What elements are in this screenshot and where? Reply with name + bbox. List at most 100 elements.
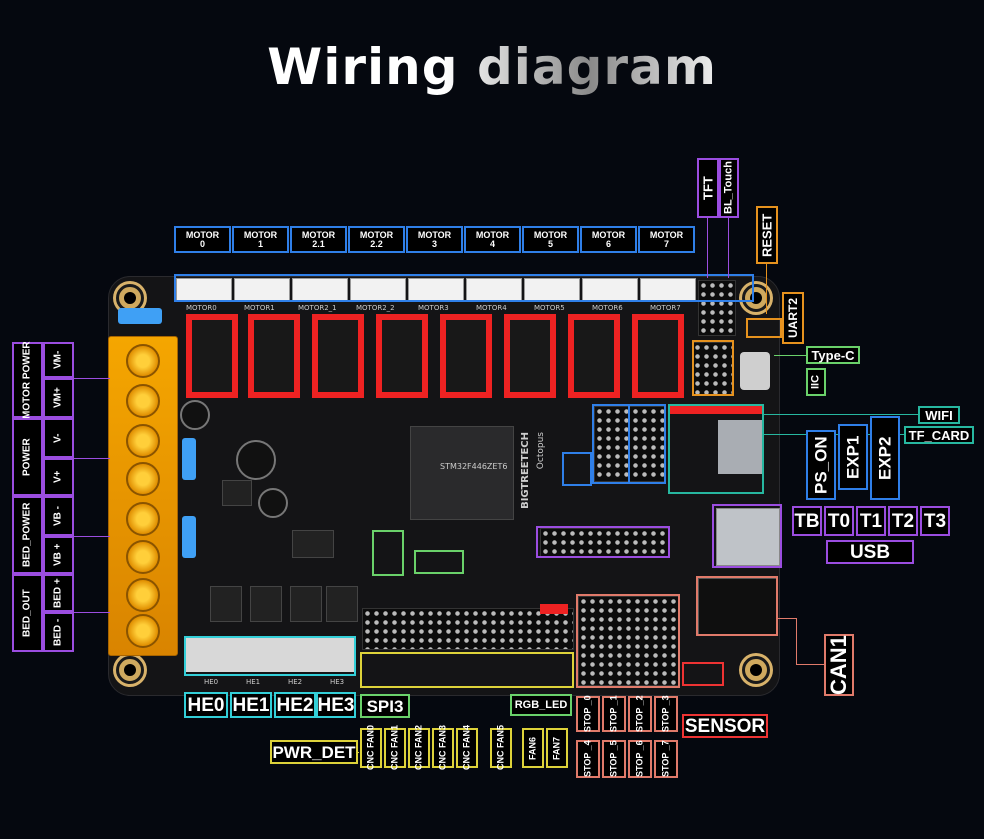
usb-a-port (716, 508, 780, 566)
silk-motor: MOTOR7 (650, 304, 681, 312)
label-motor-power: MOTOR POWER (12, 341, 43, 419)
silk-motor: MOTOR5 (534, 304, 565, 312)
stepper-driver (186, 314, 238, 398)
label-fan1: CNC FAN1 (384, 725, 406, 771)
label-fan0: CNC FAN0 (360, 725, 382, 771)
label-fan3: CNC FAN3 (432, 725, 454, 771)
mosfet (210, 586, 242, 622)
label-power: POWER (12, 418, 43, 496)
capacitor (180, 400, 210, 430)
label-fan5: CNC FAN5 (490, 725, 512, 771)
fuse (118, 308, 162, 324)
sd-card-slot (718, 420, 762, 474)
label-can1: CAN1 (824, 634, 854, 696)
label-he0: HE0 (184, 692, 228, 718)
leader-line (728, 218, 729, 278)
stepper-driver (248, 314, 300, 398)
label-iic: IIC (806, 368, 826, 396)
label-reset: RESET (756, 206, 778, 264)
motor-connector (466, 278, 522, 302)
silk-he: HE3 (330, 678, 345, 686)
exp-headers (594, 406, 666, 482)
uart2-outline (746, 318, 782, 338)
label-vb-plus: VB + (43, 536, 74, 574)
capacitor (258, 488, 288, 518)
label-vm-plus: VM+ (43, 378, 74, 418)
fuse (182, 438, 196, 480)
label-stop-3: STOP _3 (654, 696, 678, 732)
leader-line (778, 618, 796, 619)
silk-motor: MOTOR1 (244, 304, 275, 312)
iic-header (692, 342, 734, 396)
label-rgb-led: RGB_LED (510, 694, 572, 716)
mounting-hole (742, 284, 770, 312)
page-title: Wiring diagram (0, 38, 984, 96)
mosfet (290, 586, 322, 622)
mounting-hole (116, 284, 144, 312)
stepper-driver (568, 314, 620, 398)
label-bed-plus: BED + (43, 574, 74, 612)
label-bed-out: BED_OUT (12, 574, 43, 652)
label-fan6: FAN6 (522, 728, 544, 768)
label-v-plus: V+ (43, 458, 74, 496)
leader-line (74, 458, 110, 459)
label-stop-6: STOP _6 (628, 740, 652, 778)
leader-line (74, 378, 110, 379)
leader-line (796, 618, 797, 664)
can-port (698, 578, 778, 636)
terminal-screw (126, 344, 160, 378)
label-bl-touch: BL_Touch (719, 158, 739, 218)
spi3-outline (414, 550, 464, 574)
heater-outline (184, 636, 356, 676)
label-pwr-det: PWR_DET (270, 740, 358, 764)
wifi-header (670, 406, 762, 414)
mcu-chip (410, 426, 514, 520)
inductor (222, 480, 252, 506)
terminal-screw (126, 462, 160, 496)
label-stop-1: STOP _1 (602, 696, 626, 732)
stepper-driver (376, 314, 428, 398)
fuse (182, 516, 196, 558)
label-spi3: SPI3 (360, 694, 410, 718)
label-bed-minus: BED - (43, 612, 74, 652)
label-usb: USB (826, 540, 914, 564)
silk-motor: MOTOR6 (592, 304, 623, 312)
heater-terminals (186, 638, 354, 672)
terminal-screw (126, 578, 160, 612)
leader-line (774, 355, 806, 356)
fan-outline (360, 652, 574, 688)
label-stop-2: STOP _2 (628, 696, 652, 732)
exp2-outline (628, 404, 666, 484)
leader-line (762, 414, 918, 415)
label-fan4: CNC FAN4 (456, 725, 478, 771)
leader-line (796, 664, 824, 665)
terminal-screw (126, 384, 160, 418)
ps-on-outline (562, 452, 592, 486)
label-vb-minus: VB - (43, 496, 74, 536)
label-stop-4: STOP _4 (576, 740, 600, 778)
motor-connectors-outline (174, 274, 754, 302)
label-t2: T2 (888, 506, 918, 536)
endstop-outline (576, 594, 680, 688)
label-tf-card: TF_CARD (904, 426, 974, 444)
label-fan7: FAN7 (546, 728, 568, 768)
exp1-outline (592, 404, 630, 484)
silk-motor: MOTOR2_2 (356, 304, 395, 312)
terminal-screw (126, 540, 160, 574)
can-outline (696, 576, 778, 636)
label-sensor: SENSOR (682, 714, 768, 738)
stepper-driver (632, 314, 684, 398)
mounting-hole (116, 656, 144, 684)
motor-connector (292, 278, 348, 302)
label-t1: T1 (856, 506, 886, 536)
usb-c-port (740, 352, 770, 390)
label-stop-7: STOP _7 (654, 740, 678, 778)
tft-bltouch-header (698, 280, 736, 336)
